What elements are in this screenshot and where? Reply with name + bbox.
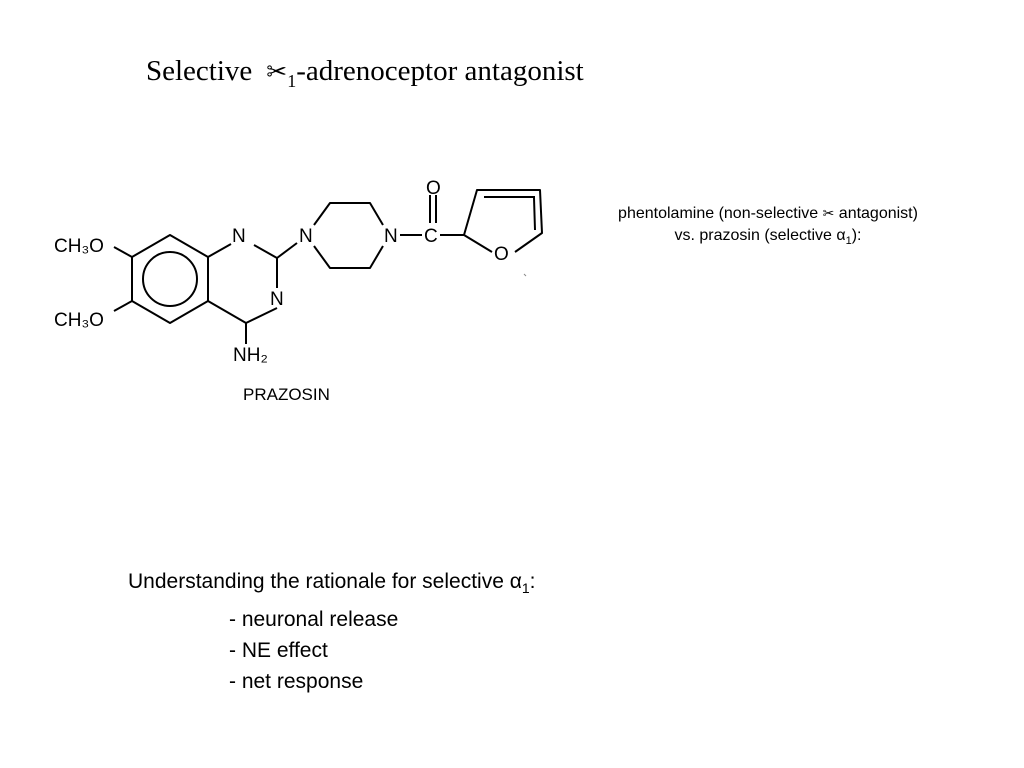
caption-line-1: phentolamine (non-selective ✂ antagonist… — [618, 205, 918, 222]
methoxy-top-label: CH₃O — [54, 236, 104, 257]
compound-name: PRAZOSIN — [243, 385, 330, 404]
scissors-icon: ✂ — [822, 206, 835, 222]
carbonyl-oxygen: O — [426, 178, 441, 199]
rationale-item: - NE effect — [229, 639, 328, 663]
ring-nitrogen-top: N — [232, 226, 246, 247]
piperazine-nitrogen-right: N — [384, 226, 398, 247]
slide-title: Selective ✂1-adrenoceptor antagonist — [146, 55, 584, 92]
caption-line-2: vs. prazosin (selective α1): — [674, 227, 862, 248]
title-prefix: Selective — [146, 55, 253, 87]
methoxy-bottom-label: CH₃O — [54, 310, 104, 331]
piperazine-nitrogen-left: N — [299, 226, 313, 247]
furan-ring — [463, 189, 543, 253]
aromatic-circle — [142, 251, 198, 307]
pyrimidine-ring — [207, 243, 278, 324]
piperazine-ring — [313, 202, 384, 269]
scissors-icon: ✂ — [266, 57, 288, 86]
rationale-item: - net response — [229, 670, 364, 694]
rationale-heading: Understanding the rationale for selectiv… — [128, 570, 536, 597]
amine-label: NH₂ — [233, 345, 268, 366]
rationale-item: - neuronal release — [229, 608, 399, 632]
carbonyl-carbon: C — [424, 226, 438, 247]
furan-oxygen: O — [494, 244, 509, 265]
ring-nitrogen-right: N — [270, 289, 284, 310]
comparison-caption: phentolamine (non-selective ✂ antagonist… — [558, 203, 978, 252]
title-suffix: -adrenoceptor antagonist — [296, 55, 584, 87]
title-subscript: 1 — [287, 70, 297, 91]
rationale-block: Understanding the rationale for selectiv… — [128, 566, 536, 697]
prazosin-structure: CH₃O CH₃O N N N N C O O NH₂ PRAZOSIN — [54, 178, 543, 404]
